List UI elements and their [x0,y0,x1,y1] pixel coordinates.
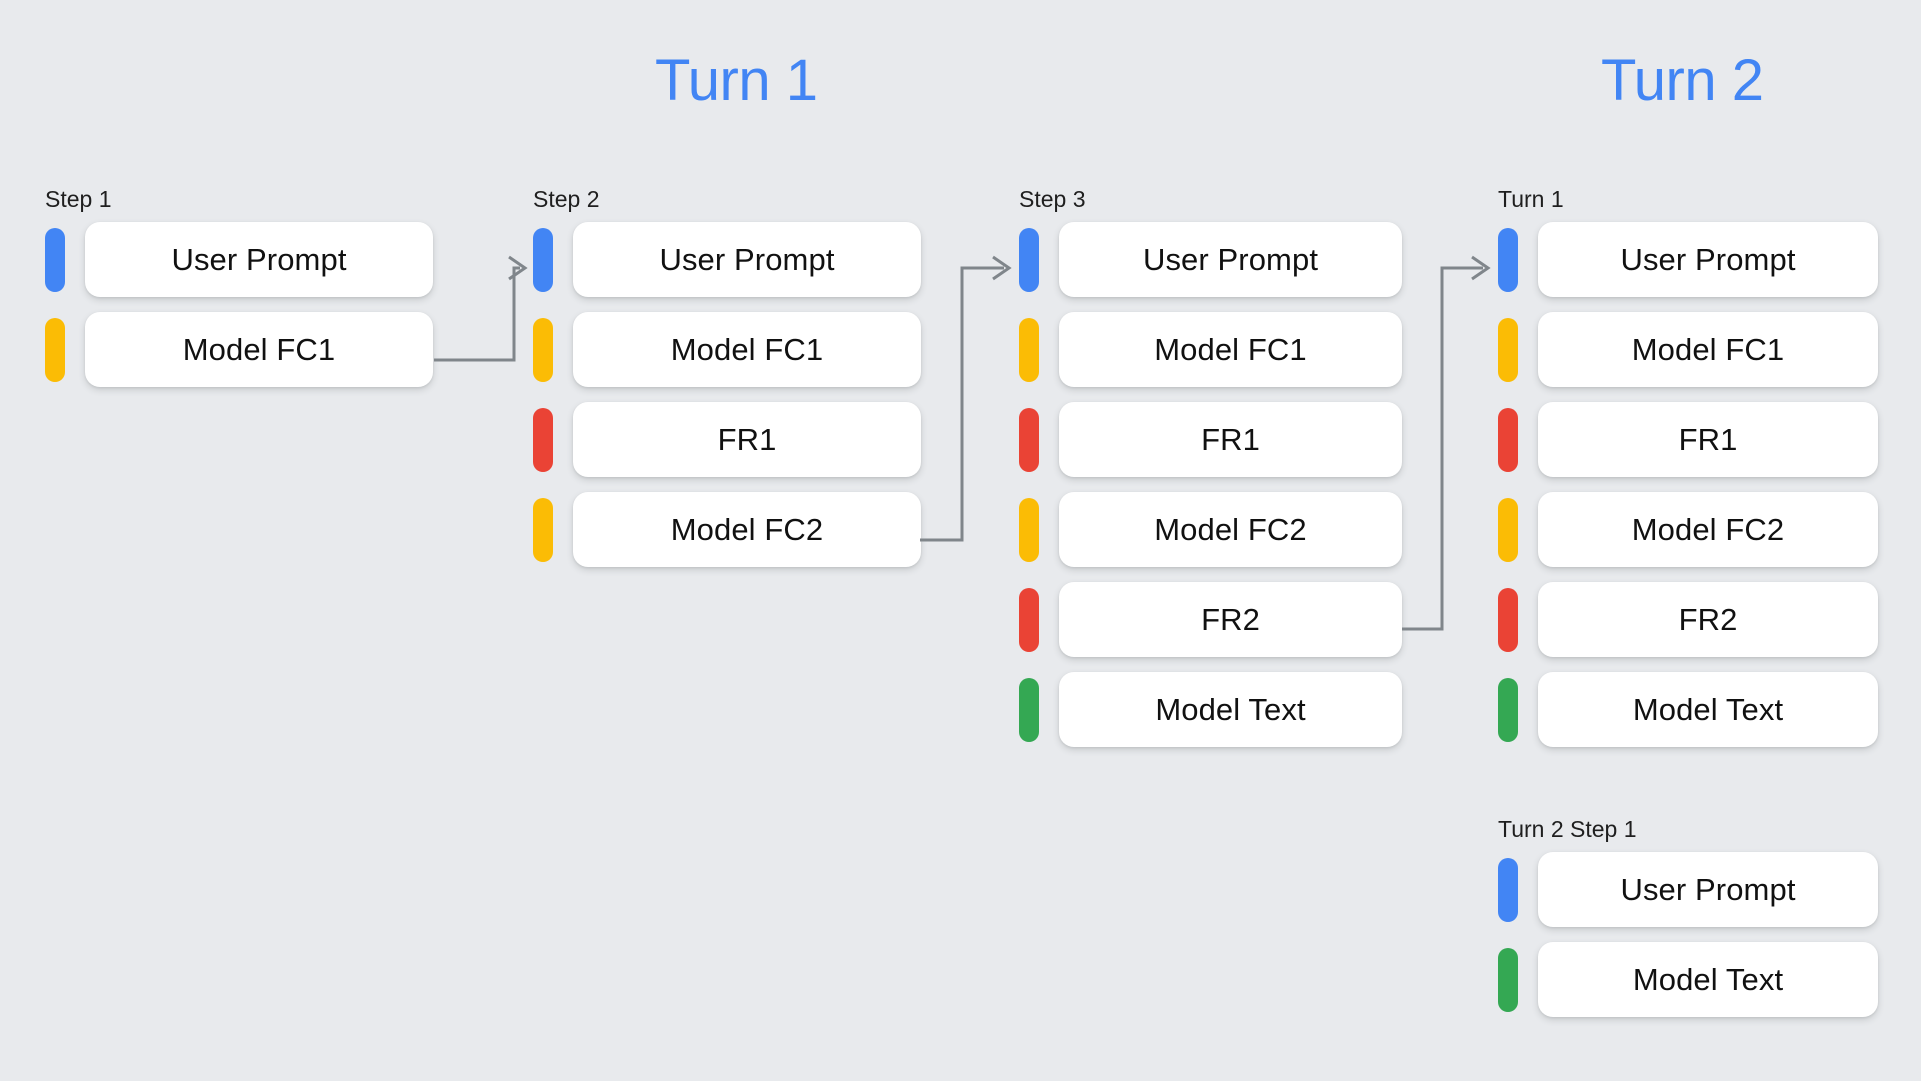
message-card[interactable]: FR1 [1059,402,1402,477]
message-card-label: User Prompt [659,242,835,277]
message-card[interactable]: Model Text [1059,672,1402,747]
role-color-bar-yellow [533,498,553,562]
connector-line [920,266,1004,542]
message-card[interactable]: Model FC1 [1538,312,1878,387]
message-card[interactable]: Model FC1 [573,312,921,387]
role-color-bar-green [1019,678,1039,742]
message-card-label: FR1 [1678,422,1738,457]
message-card[interactable]: User Prompt [1538,852,1878,927]
message-card[interactable]: Model FC2 [573,492,921,567]
connector-line [1402,266,1483,631]
message-card-label: FR1 [717,422,777,457]
step-label-step-1: Step 1 [45,186,112,212]
message-card-label: Model FC1 [1631,332,1785,367]
message-card-label: Model FC2 [670,512,824,547]
message-card-label: Model Text [1632,962,1784,997]
role-color-bar-red [533,408,553,472]
message-card-label: FR2 [1678,602,1738,637]
message-card-label: Model FC1 [182,332,336,367]
message-card[interactable]: Model FC1 [85,312,433,387]
role-color-bar-yellow [45,318,65,382]
role-color-bar-green [1498,678,1518,742]
arrowhead-icon [1471,255,1491,281]
role-color-bar-blue [533,228,553,292]
message-card[interactable]: FR2 [1059,582,1402,657]
message-card-label: Model Text [1632,692,1784,727]
step-label-turn-2-turn-1: Turn 1 [1498,186,1564,212]
arrowhead-icon [508,255,528,281]
role-color-bar-yellow [533,318,553,382]
step-label-step-3: Step 3 [1019,186,1086,212]
message-card-label: User Prompt [1620,872,1796,907]
message-card[interactable]: Model FC1 [1059,312,1402,387]
role-color-bar-yellow [1498,498,1518,562]
connector-line [434,266,520,362]
message-card[interactable]: Model FC2 [1059,492,1402,567]
message-card[interactable]: Model Text [1538,942,1878,1017]
role-color-bar-blue [45,228,65,292]
message-card-label: FR2 [1201,602,1260,637]
message-card-label: Model Text [1155,692,1306,727]
message-card[interactable]: User Prompt [573,222,921,297]
message-card[interactable]: User Prompt [1059,222,1402,297]
step-label-turn-2-step-1: Turn 2 Step 1 [1498,816,1637,842]
role-color-bar-red [1019,408,1039,472]
message-card[interactable]: FR1 [1538,402,1878,477]
message-card[interactable]: FR2 [1538,582,1878,657]
message-card-label: Model FC1 [1154,332,1307,367]
message-card-label: Model FC2 [1631,512,1785,547]
role-color-bar-red [1019,588,1039,652]
message-card[interactable]: User Prompt [85,222,433,297]
arrowhead-icon [992,255,1012,281]
message-card[interactable]: Model Text [1538,672,1878,747]
message-card-label: User Prompt [171,242,347,277]
role-color-bar-blue [1498,858,1518,922]
message-card[interactable]: User Prompt [1538,222,1878,297]
role-color-bar-blue [1019,228,1039,292]
role-color-bar-red [1498,408,1518,472]
message-card-label: Model FC2 [1154,512,1307,547]
turn-1-heading: Turn 1 [655,48,818,113]
role-color-bar-red [1498,588,1518,652]
message-card[interactable]: FR1 [573,402,921,477]
message-card-label: FR1 [1201,422,1260,457]
message-card[interactable]: Model FC2 [1538,492,1878,567]
role-color-bar-yellow [1019,318,1039,382]
message-card-label: User Prompt [1142,242,1319,277]
role-color-bar-blue [1498,228,1518,292]
role-color-bar-yellow [1019,498,1039,562]
message-card-label: Model FC1 [670,332,824,367]
message-card-label: User Prompt [1620,242,1796,277]
turn-2-heading: Turn 2 [1601,48,1764,113]
step-label-step-2: Step 2 [533,186,600,212]
role-color-bar-green [1498,948,1518,1012]
role-color-bar-yellow [1498,318,1518,382]
